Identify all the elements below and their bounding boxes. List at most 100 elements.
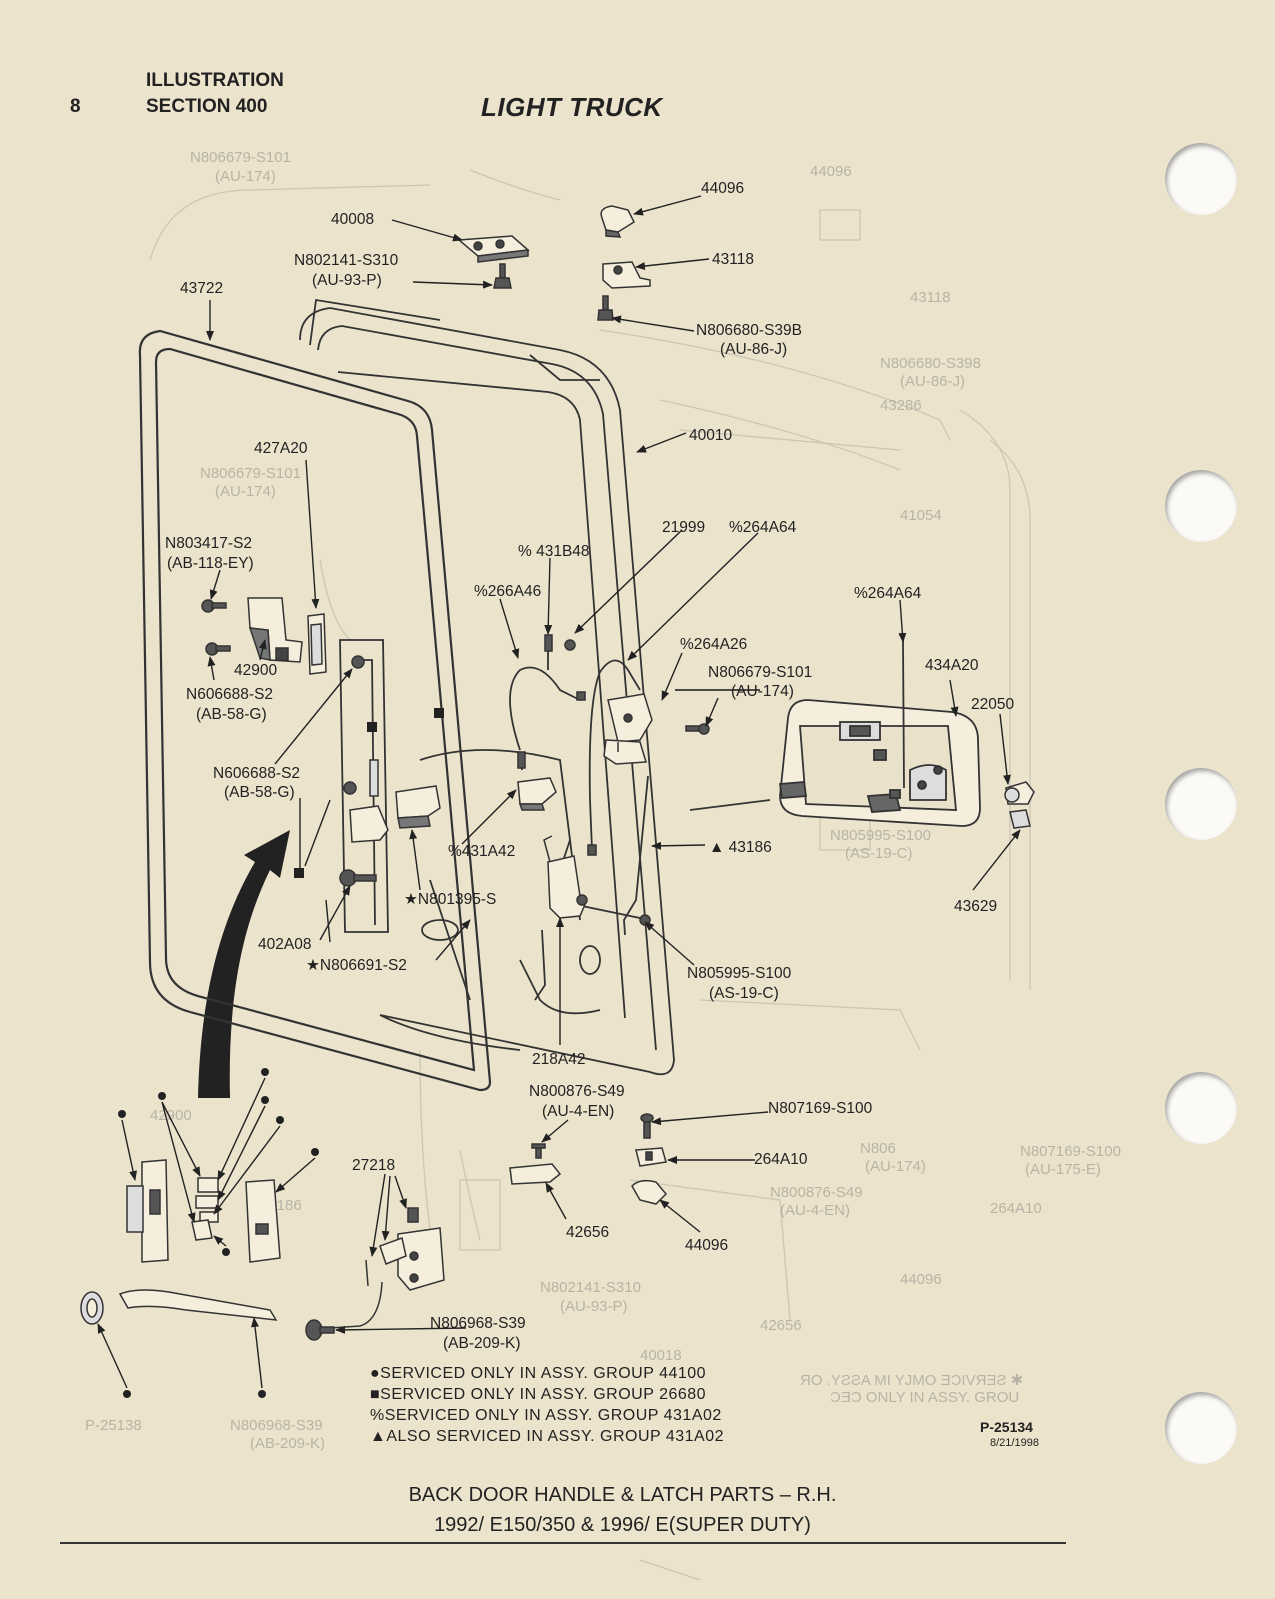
label-21999: 21999 [662,519,705,536]
svg-text:(AU-86-J): (AU-86-J) [900,373,965,390]
svg-text:264A10: 264A10 [990,1200,1042,1217]
svg-text:(AU-174): (AU-174) [865,1158,926,1175]
header-illustration: ILLUSTRATION [146,70,284,91]
svg-text:(AU-174): (AU-174) [215,168,276,185]
part-number-labels: 44096 40008 43118 N802141-S310 (AU-93-P)… [165,180,1014,1352]
svg-text:42656: 42656 [760,1317,802,1334]
label-27218: 27218 [352,1157,395,1174]
part-27218-hinge [329,1207,445,1329]
screw-N606688a [205,642,231,656]
part-434A20-handle [778,699,981,827]
screw-N800876 [531,1143,546,1159]
part-402A08-bracket [339,781,389,887]
label-264A26: %264A26 [680,636,747,653]
label-N806691: ★N806691-S2 [306,957,407,974]
label-266A46: %266A46 [474,583,541,600]
svg-text:N806: N806 [860,1140,896,1157]
bleed-through-art [149,169,1031,1581]
label-264A10: 264A10 [754,1151,808,1168]
part-44096-top-bumper [600,205,635,238]
svg-text:43286: 43286 [880,397,922,414]
bottom-left-latch-assembly [80,1159,281,1325]
label-N803417: N803417-S2 [165,535,252,552]
part-264A10-bracket [635,1147,667,1167]
label-N806680-code: (AU-86-J) [720,341,787,358]
label-43118: 43118 [712,251,754,268]
svg-text:P-25138: P-25138 [85,1417,142,1434]
label-N606688a: N606688-S2 [186,686,273,703]
label-N801395: ★N801395-S [404,891,496,908]
legend-item-431A02: %SERVICED ONLY IN ASSY. GROUP 431A02 [370,1407,722,1424]
label-N806968: N806968-S39 [430,1315,526,1332]
legend-item-26680: ■SERVICED ONLY IN ASSY. GROUP 26680 [370,1386,706,1403]
svg-text:(AS-19-C): (AS-19-C) [845,845,913,862]
label-431B48: % 431B48 [518,543,590,560]
label-43722: 43722 [180,280,223,297]
label-44096-top: 44096 [701,180,744,197]
svg-text:N800876-S49: N800876-S49 [770,1184,863,1201]
bottom-rule [60,1542,1066,1544]
label-N806968-code: (AB-209-K) [443,1335,521,1352]
part-43629-clip [1009,809,1031,829]
screw-N806680 [597,295,614,321]
label-431A42: %431A42 [448,843,515,860]
part-431A42-control [517,777,557,811]
direction-arrow [198,830,290,1098]
svg-text:(AU-175-E): (AU-175-E) [1025,1161,1101,1178]
part-21999-latch [603,693,653,765]
label-43186: ▲ 43186 [709,839,772,856]
screw-N802141 [493,263,512,289]
clips [517,634,651,926]
label-427A20: 427A20 [254,440,308,457]
label-40008: 40008 [331,211,374,228]
label-42656: 42656 [566,1224,609,1241]
svg-text:(AU-174): (AU-174) [215,483,276,500]
bleed-through-text: N806679-S101 (AU-174) 44096 43118 N80668… [85,149,1121,1452]
part-40008-hinge-plate [457,235,530,263]
svg-text:ƆƎƆ ONLY IN ASSY. GROU: ƆƎƆ ONLY IN ASSY. GROU [830,1389,1019,1406]
svg-text:44096: 44096 [900,1271,942,1288]
part-427A20-pad [307,613,327,675]
label-N606688b-code: (AB-58-G) [224,784,295,801]
svg-text:41054: 41054 [900,507,942,524]
square-markers [294,708,444,878]
plate-number: P-25134 [980,1419,1033,1435]
part-42900-hinge [247,597,303,663]
label-43629: 43629 [954,898,997,915]
header-section: SECTION 400 [146,96,268,117]
legend-item-44100: ●SERVICED ONLY IN ASSY. GROUP 44100 [370,1365,706,1382]
label-N606688a-code: (AB-58-G) [196,706,267,723]
binder-hole [1165,1392,1237,1464]
label-42900: 42900 [234,662,277,679]
svg-text:40018: 40018 [640,1347,682,1364]
svg-text:N807169-S100: N807169-S100 [1020,1143,1121,1160]
binder-hole [1165,143,1237,215]
label-N800876: N800876-S49 [529,1083,625,1100]
label-N802141: N802141-S310 [294,252,399,269]
label-N803417-code: (AB-118-EY) [167,555,254,572]
label-N805995: N805995-S100 [687,965,792,982]
rod-264A64-vertical [902,639,905,789]
binder-hole [1165,768,1237,840]
label-N806679: N806679-S101 [708,664,812,681]
svg-text:N805995-S100: N805995-S100 [830,827,931,844]
screw-N807169 [640,1113,654,1139]
label-22050: 22050 [971,696,1014,713]
label-N807169: N807169-S100 [768,1100,873,1117]
label-264A64-a: %264A64 [729,519,797,536]
svg-text:ЯO .YƧƧA MI YJMO ƎƆIVЯƎƧ ✱: ЯO .YƧƧA MI YJMO ƎƆIVЯƎƧ ✱ [800,1372,1023,1389]
caption-models: 1992/ E150/350 & 1996/ E(SUPER DUTY) [434,1514,811,1536]
page-title: LIGHT TRUCK [481,92,663,122]
page-number: 8 [70,96,81,117]
weatherstrip-43722 [138,329,492,1092]
svg-text:N802141-S310: N802141-S310 [540,1279,641,1296]
screw-N806968 [305,1319,335,1341]
part-latch-cable-bracket [369,759,441,829]
svg-text:42900: 42900 [150,1107,192,1124]
svg-text:(AU-93-P): (AU-93-P) [560,1298,628,1315]
label-N806679-code: (AU-174) [731,683,794,700]
label-N806680: N806680-S39B [696,322,802,339]
binder-hole [1165,470,1237,542]
